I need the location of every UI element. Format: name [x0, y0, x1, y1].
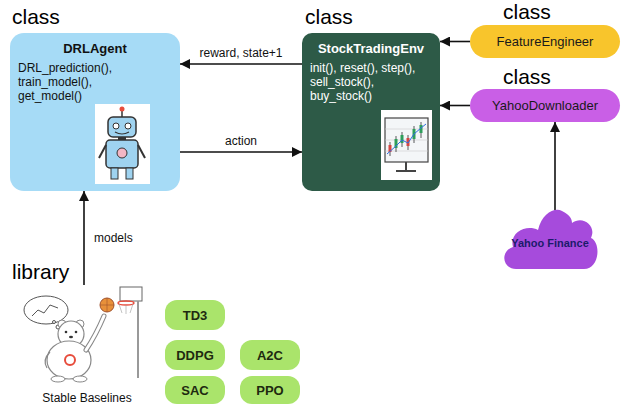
flow-arrow [83, 191, 85, 285]
class-heading: class [503, 66, 551, 87]
model-pill: TD3 [165, 300, 225, 330]
class-name: StockTradingEnv [310, 41, 432, 56]
class-heading: class [503, 1, 551, 22]
data-source-cloud: Yahoo Finance [500, 205, 600, 273]
class-name: DRLAgent [18, 41, 172, 56]
class-heading: class [12, 6, 60, 27]
library-name: Stable Baselines [42, 391, 131, 408]
class-pill: classFeatureEngineer [470, 25, 620, 58]
model-pill: SAC [165, 376, 225, 404]
model-name: TD3 [183, 308, 208, 323]
edge-label: reward, state+1 [197, 46, 284, 60]
flow-arrow [554, 122, 556, 210]
model-name: SAC [181, 383, 208, 398]
model-pill: DDPG [165, 340, 225, 370]
flow-arrow [440, 41, 470, 43]
edge-label: models [92, 231, 135, 245]
method-list: DRL_prediction(), train_model(), get_mod… [18, 61, 132, 103]
flow-arrow [180, 151, 302, 153]
edge-label: action [223, 134, 259, 148]
model-name: DDPG [176, 348, 214, 363]
flow-arrow [180, 63, 302, 65]
model-name: PPO [256, 383, 283, 398]
library-heading: library [12, 261, 69, 282]
method-list: init(), reset(), step(), sell_stock(), b… [310, 61, 424, 103]
robot-icon [95, 104, 150, 184]
source-name: Yahoo Finance [511, 237, 589, 249]
class-box: classDRLAgentDRL_prediction(), train_mod… [10, 33, 180, 191]
class-name: FeatureEngineer [497, 34, 594, 49]
model-name: A2C [257, 348, 283, 363]
chart-icon [381, 110, 432, 180]
class-box: classStockTradingEnvinit(), reset(), ste… [302, 33, 440, 191]
class-heading: class [305, 6, 353, 27]
model-pill: PPO [240, 376, 300, 404]
class-name: YahooDownloader [492, 98, 598, 113]
library-block: libraryStable Baselines [12, 285, 162, 408]
mascot-illustration [24, 287, 142, 382]
class-pill: classYahooDownloader [470, 89, 620, 122]
model-pill: A2C [240, 340, 300, 370]
flow-arrow [440, 105, 470, 107]
